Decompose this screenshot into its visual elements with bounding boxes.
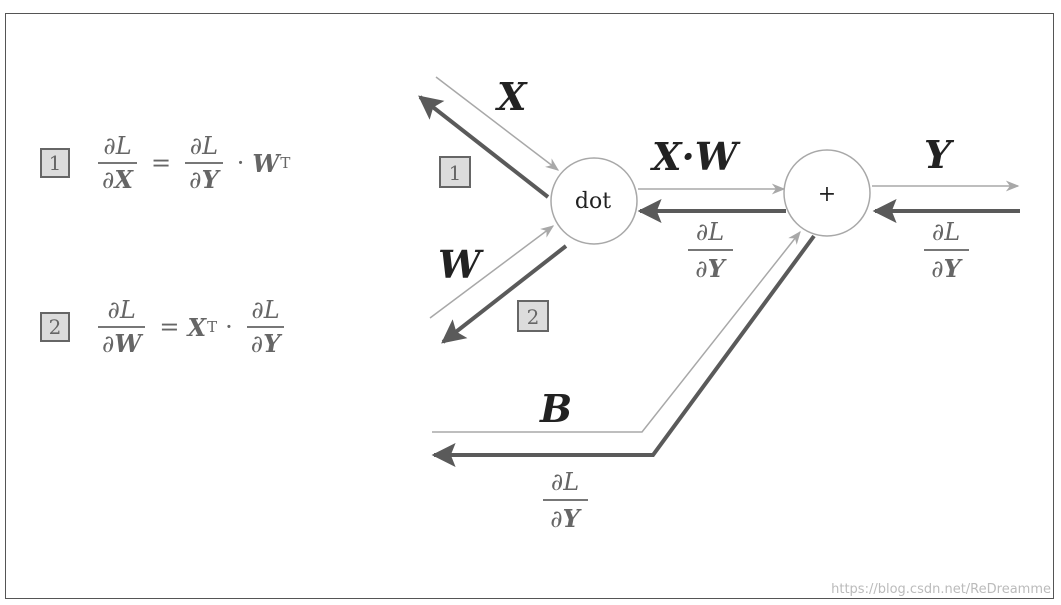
equation-2-lhs-denominator: ∂W (98, 330, 145, 358)
equation-2-rhs-numerator: ∂L (251, 296, 280, 324)
label-w: W (438, 242, 484, 287)
dot-operator: · (236, 149, 245, 177)
label-x: X (495, 74, 528, 119)
graph-badge-2-label: 2 (527, 305, 540, 329)
fraction-bar (98, 326, 146, 328)
gradient-label-b: ∂L ∂Y (543, 468, 588, 533)
backward-arrow-x (418, 95, 550, 199)
gradient-denominator: ∂Y (695, 254, 727, 283)
equation-2-lhs-variable: W (114, 329, 142, 358)
equation-1-lhs-denominator: ∂X (98, 166, 137, 194)
equation-2-rhs-variable: Y (263, 329, 281, 358)
partial-symbol: ∂ (189, 166, 202, 194)
equation-2-term: X (187, 312, 207, 342)
dot-node-label: dot (575, 189, 611, 214)
gradient-numerator: ∂L (551, 468, 579, 496)
equation-2-rhs-fraction: ∂L ∂Y (246, 296, 285, 358)
equation-2-rhs-denominator: ∂Y (247, 330, 285, 358)
partial-symbol: ∂ (102, 330, 115, 358)
label-xw: X·W (650, 134, 741, 179)
dot-operator: · (225, 313, 233, 341)
transpose-superscript: T (207, 318, 218, 336)
equation-2-lhs-numerator: ∂L (107, 296, 136, 324)
equals-sign: = (159, 313, 180, 341)
equation-1-lhs-fraction: ∂L ∂X (98, 132, 138, 194)
backward-arrow-w (441, 244, 568, 344)
equation-1-rhs-fraction: ∂L ∂Y (185, 132, 223, 194)
watermark: https://blog.csdn.net/ReDreamme (831, 582, 1051, 597)
dot-node (550, 157, 638, 245)
gradient-label-xw: ∂L ∂Y (688, 218, 733, 283)
equation-2-lhs-fraction: ∂L ∂W (98, 296, 146, 358)
backward-arrow-b (431, 234, 816, 467)
fraction-bar (246, 326, 285, 328)
graph-badge-2 (517, 300, 549, 332)
equation-1-rhs-variable: Y (201, 165, 219, 194)
forward-arrow-x (435, 76, 560, 171)
partial-symbol: ∂ (250, 330, 264, 358)
gradient-denominator: ∂Y (550, 504, 582, 533)
label-b: B (539, 386, 572, 431)
forward-arrow-b (432, 230, 801, 433)
gradient-denominator: ∂Y (931, 254, 963, 283)
gradient-label-y: ∂L ∂Y (924, 218, 969, 283)
graph-badge-1 (439, 156, 471, 188)
add-node-label: + (818, 182, 836, 207)
fraction-bar (98, 162, 138, 164)
equation-1-badge: 1 (40, 148, 70, 178)
graph-badge-1-label: 1 (449, 161, 462, 185)
equation-1-rhs-denominator: ∂Y (185, 166, 223, 194)
partial-symbol: ∂ (102, 166, 115, 194)
forward-arrow-w (429, 225, 555, 319)
gradient-numerator: ∂L (932, 218, 960, 246)
fraction-bar (185, 162, 223, 164)
equals-sign: = (151, 149, 172, 177)
equation-1-term: W (252, 148, 280, 178)
equation-1-rhs-numerator: ∂L (189, 132, 219, 160)
equation-1-lhs-variable: X (114, 165, 134, 194)
gradient-numerator: ∂L (696, 218, 724, 246)
add-node (783, 149, 871, 237)
equation-2-badge: 2 (40, 312, 70, 342)
label-y: Y (924, 132, 955, 177)
transpose-superscript: T (280, 154, 291, 172)
equation-1-lhs-numerator: ∂L (103, 132, 132, 160)
